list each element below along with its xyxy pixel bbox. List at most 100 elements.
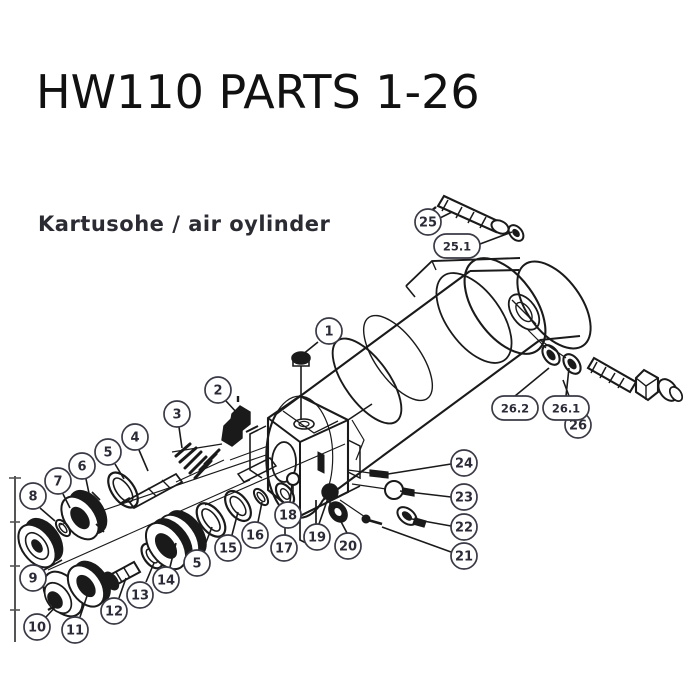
right-small-parts bbox=[339, 419, 427, 528]
callout-bubble-8[interactable] bbox=[19, 482, 47, 510]
part-3-spring bbox=[171, 442, 225, 483]
callout-label-18: 18 bbox=[279, 509, 297, 524]
callout-19[interactable]: 19 bbox=[303, 523, 331, 551]
callout-bubble-11[interactable] bbox=[61, 616, 89, 644]
callout-bubble-24[interactable] bbox=[450, 449, 478, 477]
callout-label-16: 16 bbox=[246, 529, 264, 544]
callout-leader-10 bbox=[45, 603, 59, 618]
callout-11[interactable]: 11 bbox=[61, 616, 89, 644]
callout-leader-22 bbox=[411, 518, 452, 527]
callout-17[interactable]: 17 bbox=[270, 534, 298, 562]
callout-bubble-20[interactable] bbox=[334, 532, 362, 560]
scale-bar bbox=[9, 476, 21, 642]
callout-26.1[interactable]: 26.1 bbox=[542, 395, 590, 421]
callout-label-12: 12 bbox=[105, 605, 123, 620]
upper-parts-row bbox=[17, 396, 269, 569]
callout-leader-2 bbox=[225, 400, 239, 415]
callout-13[interactable]: 13 bbox=[126, 581, 154, 609]
callout-leader-5b bbox=[202, 526, 213, 551]
part-15-oring bbox=[224, 489, 252, 523]
callout-leader-13 bbox=[145, 562, 155, 583]
part-6-piston bbox=[60, 489, 108, 541]
callout-label-25: 25 bbox=[419, 216, 437, 231]
callout-leader-16 bbox=[257, 501, 263, 523]
callout-bubble-21[interactable] bbox=[450, 542, 478, 570]
callout-8[interactable]: 8 bbox=[19, 482, 47, 510]
callout-bubble-22[interactable] bbox=[450, 513, 478, 541]
part-11-seal-ring bbox=[66, 560, 111, 608]
callout-label-5b: 5 bbox=[192, 557, 201, 572]
callout-bubble-7[interactable] bbox=[44, 467, 72, 495]
callout-bubble-14[interactable] bbox=[152, 566, 180, 594]
callout-21[interactable]: 21 bbox=[450, 542, 478, 570]
part-26-fitting bbox=[527, 329, 684, 402]
callout-bubble-10[interactable] bbox=[23, 613, 51, 641]
callout-leader-12 bbox=[118, 577, 127, 599]
callout-1[interactable]: 1 bbox=[315, 317, 343, 345]
callout-25[interactable]: 25 bbox=[414, 208, 442, 236]
callout-26.2[interactable]: 26.2 bbox=[491, 395, 539, 421]
callout-2[interactable]: 2 bbox=[204, 376, 232, 404]
callout-bubble-5b[interactable] bbox=[183, 549, 211, 577]
callout-bubble-26.2[interactable] bbox=[491, 395, 539, 421]
callout-bubble-4[interactable] bbox=[121, 423, 149, 451]
callout-label-1: 1 bbox=[324, 325, 333, 340]
callout-bubble-17[interactable] bbox=[270, 534, 298, 562]
callout-3[interactable]: 3 bbox=[163, 400, 191, 428]
callout-label-21: 21 bbox=[455, 550, 473, 565]
callout-18[interactable]: 18 bbox=[274, 501, 302, 529]
callout-7[interactable]: 7 bbox=[44, 467, 72, 495]
callout-9[interactable]: 9 bbox=[19, 564, 47, 592]
callout-label-9: 9 bbox=[28, 572, 37, 587]
callout-bubble-1[interactable] bbox=[315, 317, 343, 345]
callout-12[interactable]: 12 bbox=[100, 597, 128, 625]
callout-bubble-26.1[interactable] bbox=[542, 395, 590, 421]
callout-bubble-3[interactable] bbox=[163, 400, 191, 428]
callout-10[interactable]: 10 bbox=[23, 613, 51, 641]
callout-16[interactable]: 16 bbox=[241, 521, 269, 549]
callout-leader-25.1 bbox=[479, 231, 513, 245]
callout-label-2: 2 bbox=[213, 384, 222, 399]
callout-bubble-25.1[interactable] bbox=[433, 233, 481, 259]
callout-leader-18 bbox=[289, 483, 293, 503]
part-20-nut bbox=[328, 501, 348, 523]
callout-label-26.1: 26.1 bbox=[552, 402, 580, 416]
callout-bubble-5a[interactable] bbox=[94, 438, 122, 466]
callout-bubble-18[interactable] bbox=[274, 501, 302, 529]
callout-bubble-23[interactable] bbox=[450, 483, 478, 511]
callout-15[interactable]: 15 bbox=[214, 534, 242, 562]
lower-parts-row bbox=[42, 443, 348, 618]
part-8-seal bbox=[17, 517, 64, 569]
callout-23[interactable]: 23 bbox=[450, 483, 478, 511]
callout-14[interactable]: 14 bbox=[152, 566, 180, 594]
callout-22[interactable]: 22 bbox=[450, 513, 478, 541]
callout-bubble-2[interactable] bbox=[204, 376, 232, 404]
callout-leader-8 bbox=[39, 507, 56, 522]
callout-bubble-13[interactable] bbox=[126, 581, 154, 609]
callout-4[interactable]: 4 bbox=[121, 423, 149, 451]
callout-bubble-6[interactable] bbox=[68, 452, 96, 480]
callout-bubble-19[interactable] bbox=[303, 523, 331, 551]
callout-bubble-12[interactable] bbox=[100, 597, 128, 625]
callout-label-22: 22 bbox=[455, 521, 473, 536]
callout-bubble-16[interactable] bbox=[241, 521, 269, 549]
callout-25.1[interactable]: 25.1 bbox=[433, 233, 481, 259]
page-title: HW110 PARTS 1-26 bbox=[36, 65, 480, 119]
callout-20[interactable]: 20 bbox=[334, 532, 362, 560]
callout-bubble-9[interactable] bbox=[19, 564, 47, 592]
callout-24[interactable]: 24 bbox=[450, 449, 478, 477]
callout-5a[interactable]: 5 bbox=[94, 438, 122, 466]
callout-leader-26.1 bbox=[565, 367, 570, 397]
callout-leader-24 bbox=[387, 463, 452, 475]
callout-leader-6 bbox=[85, 478, 91, 499]
callout-leader-15 bbox=[231, 511, 239, 536]
callout-bubble-25[interactable] bbox=[414, 208, 442, 236]
callout-6[interactable]: 6 bbox=[68, 452, 96, 480]
callout-bubble-15[interactable] bbox=[214, 534, 242, 562]
callout-5b[interactable]: 5 bbox=[183, 549, 211, 577]
part-24-pin bbox=[369, 469, 389, 479]
callout-leader-3 bbox=[178, 426, 183, 449]
callout-label-7: 7 bbox=[53, 475, 62, 490]
